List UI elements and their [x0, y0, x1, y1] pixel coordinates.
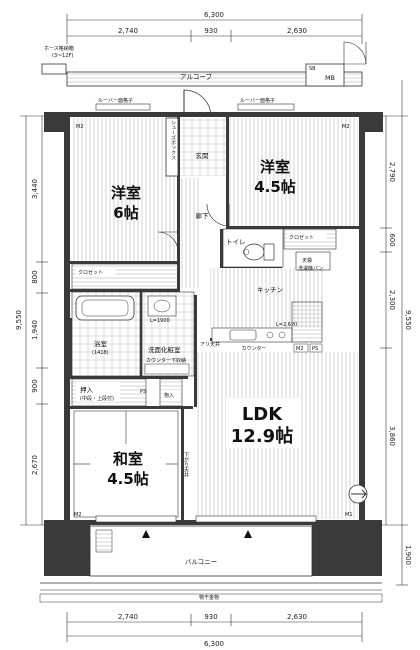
kitchen-sink — [229, 329, 257, 341]
top-total-dim: 6,300 — [204, 11, 224, 19]
ldk-size: 12.9帖 — [231, 425, 293, 447]
western-room-1-floor — [71, 118, 177, 261]
mb-label: MB — [325, 74, 335, 82]
left-seg-3: 1,940 — [31, 320, 39, 340]
bathtub — [75, 295, 135, 321]
bath-label: 浴室 — [94, 339, 108, 348]
counter-label: カウンター — [241, 345, 266, 352]
bottom-seg-2: 930 — [204, 613, 217, 621]
entrance-door-swing — [183, 89, 212, 118]
counter-storage-label: カウンター下収納 — [146, 357, 186, 364]
kitchen-length-label: L=2,620 — [276, 322, 297, 328]
sb-label: SB — [309, 66, 316, 72]
louver-left — [95, 103, 151, 111]
right-seg-2: 600 — [388, 233, 396, 246]
hallway-label: 廊下 — [196, 211, 210, 220]
louver-right-label: ルーバー面格子 — [240, 97, 275, 104]
left-seg-4: 900 — [31, 379, 39, 392]
hose-storage-floors: (3～12F) — [52, 53, 73, 59]
bottom-dimension — [66, 612, 363, 642]
right-seg-1: 2,790 — [388, 162, 396, 182]
right-seg-4: 3,860 — [388, 426, 396, 446]
laundry-pan — [295, 251, 331, 271]
bath-size-label: (1418) — [92, 350, 109, 356]
bottom-total-dim: 6,300 — [204, 640, 224, 648]
left-seg-1: 3,440 — [31, 179, 39, 199]
outer-walls — [44, 112, 383, 576]
right-balcony-dim: 1,900 — [404, 545, 412, 565]
ps-label: PS — [312, 346, 318, 352]
alcove-label: アルコーブ — [180, 72, 212, 81]
ldk-name: LDK — [242, 404, 283, 425]
shoes-box — [165, 117, 179, 177]
bottom-seg-3: 2,630 — [287, 613, 307, 621]
north-arrow-icon — [348, 484, 368, 504]
wash-basin — [147, 295, 177, 317]
m2-label-c: M2 — [74, 512, 82, 518]
oshiire-detail: (中段・上段付) — [80, 395, 114, 402]
western-room-2-name: 洋室 — [260, 158, 290, 176]
toilet-bowl — [243, 243, 265, 261]
balcony — [89, 525, 313, 577]
closet-1-label: クロゼット — [78, 269, 103, 276]
entrance-floor — [180, 118, 226, 176]
louver-left-label: ルーバー面格子 — [98, 97, 133, 104]
mb-door-swing — [343, 41, 367, 65]
kitchen-back-counter — [291, 301, 323, 343]
western-room-1-size: 6帖 — [113, 204, 138, 222]
m1-label: M1 — [345, 512, 353, 518]
balcony-label: バルコニー — [185, 558, 217, 566]
japanese-room-size: 4.5帖 — [107, 470, 149, 488]
western-room-2-size: 4.5帖 — [254, 178, 296, 196]
ceiling-storage-label: 天袋 — [302, 257, 312, 264]
left-total-dim: 9,550 — [15, 310, 23, 330]
right-total-dim: 9,550 — [404, 310, 412, 330]
left-seg-2: 800 — [31, 270, 39, 283]
entrance-label: 玄関 — [196, 151, 209, 160]
laundry-pan-label: 洗濯機パン — [298, 265, 323, 272]
alcove-area — [66, 71, 363, 87]
mb-box — [305, 63, 345, 87]
closet-2-label: クロゼット — [289, 234, 314, 241]
oshiire-label: 押入 — [80, 385, 94, 394]
top-seg-3: 2,630 — [287, 27, 307, 35]
western-room-2-door — [206, 203, 230, 227]
shoes-box-label: シューズボックス — [170, 120, 176, 160]
closet-1 — [71, 263, 179, 290]
storage-label: 物入 — [164, 392, 174, 399]
japanese-window — [95, 515, 177, 523]
hose-storage-label: ホース格納箱 — [44, 45, 74, 52]
right-dimension — [380, 80, 408, 586]
stove — [266, 331, 286, 339]
western-room-1-name: 洋室 — [111, 184, 141, 202]
right-seg-3: 2,300 — [388, 290, 396, 310]
left-dimension — [20, 115, 48, 526]
drying-rod — [39, 593, 383, 603]
western-room-1-door — [157, 231, 179, 253]
western-room-2-floor — [229, 118, 358, 226]
m2-label-b: M2 — [342, 124, 350, 130]
m2-label-a: M2 — [76, 124, 84, 130]
louver-right — [237, 103, 295, 111]
ldk-window — [195, 515, 317, 523]
left-seg-5: 2,670 — [31, 455, 39, 475]
top-seg-2: 930 — [204, 27, 217, 35]
top-dimension — [66, 14, 363, 44]
toilet-label: トイレ — [226, 238, 246, 246]
washroom-label: 洗面化粧室 — [148, 345, 181, 354]
top-seg-1: 2,740 — [118, 27, 138, 35]
balcony-outdoor-unit — [95, 529, 113, 553]
m2-kitchen-label: M2 — [296, 346, 304, 352]
drying-rod-label: 物干金物 — [199, 594, 219, 601]
japanese-room-name: 和室 — [113, 450, 143, 468]
bottom-seg-1: 2,740 — [118, 613, 138, 621]
hallway-floor — [179, 178, 201, 288]
kitchen-label: キッチン — [257, 286, 283, 294]
sliding-label: アリ天井 — [200, 341, 220, 348]
hose-storage-box — [41, 63, 67, 75]
wash-length-label: L=1900 — [150, 318, 170, 324]
lowered-ceiling-label: 下がり天井 — [183, 452, 189, 478]
